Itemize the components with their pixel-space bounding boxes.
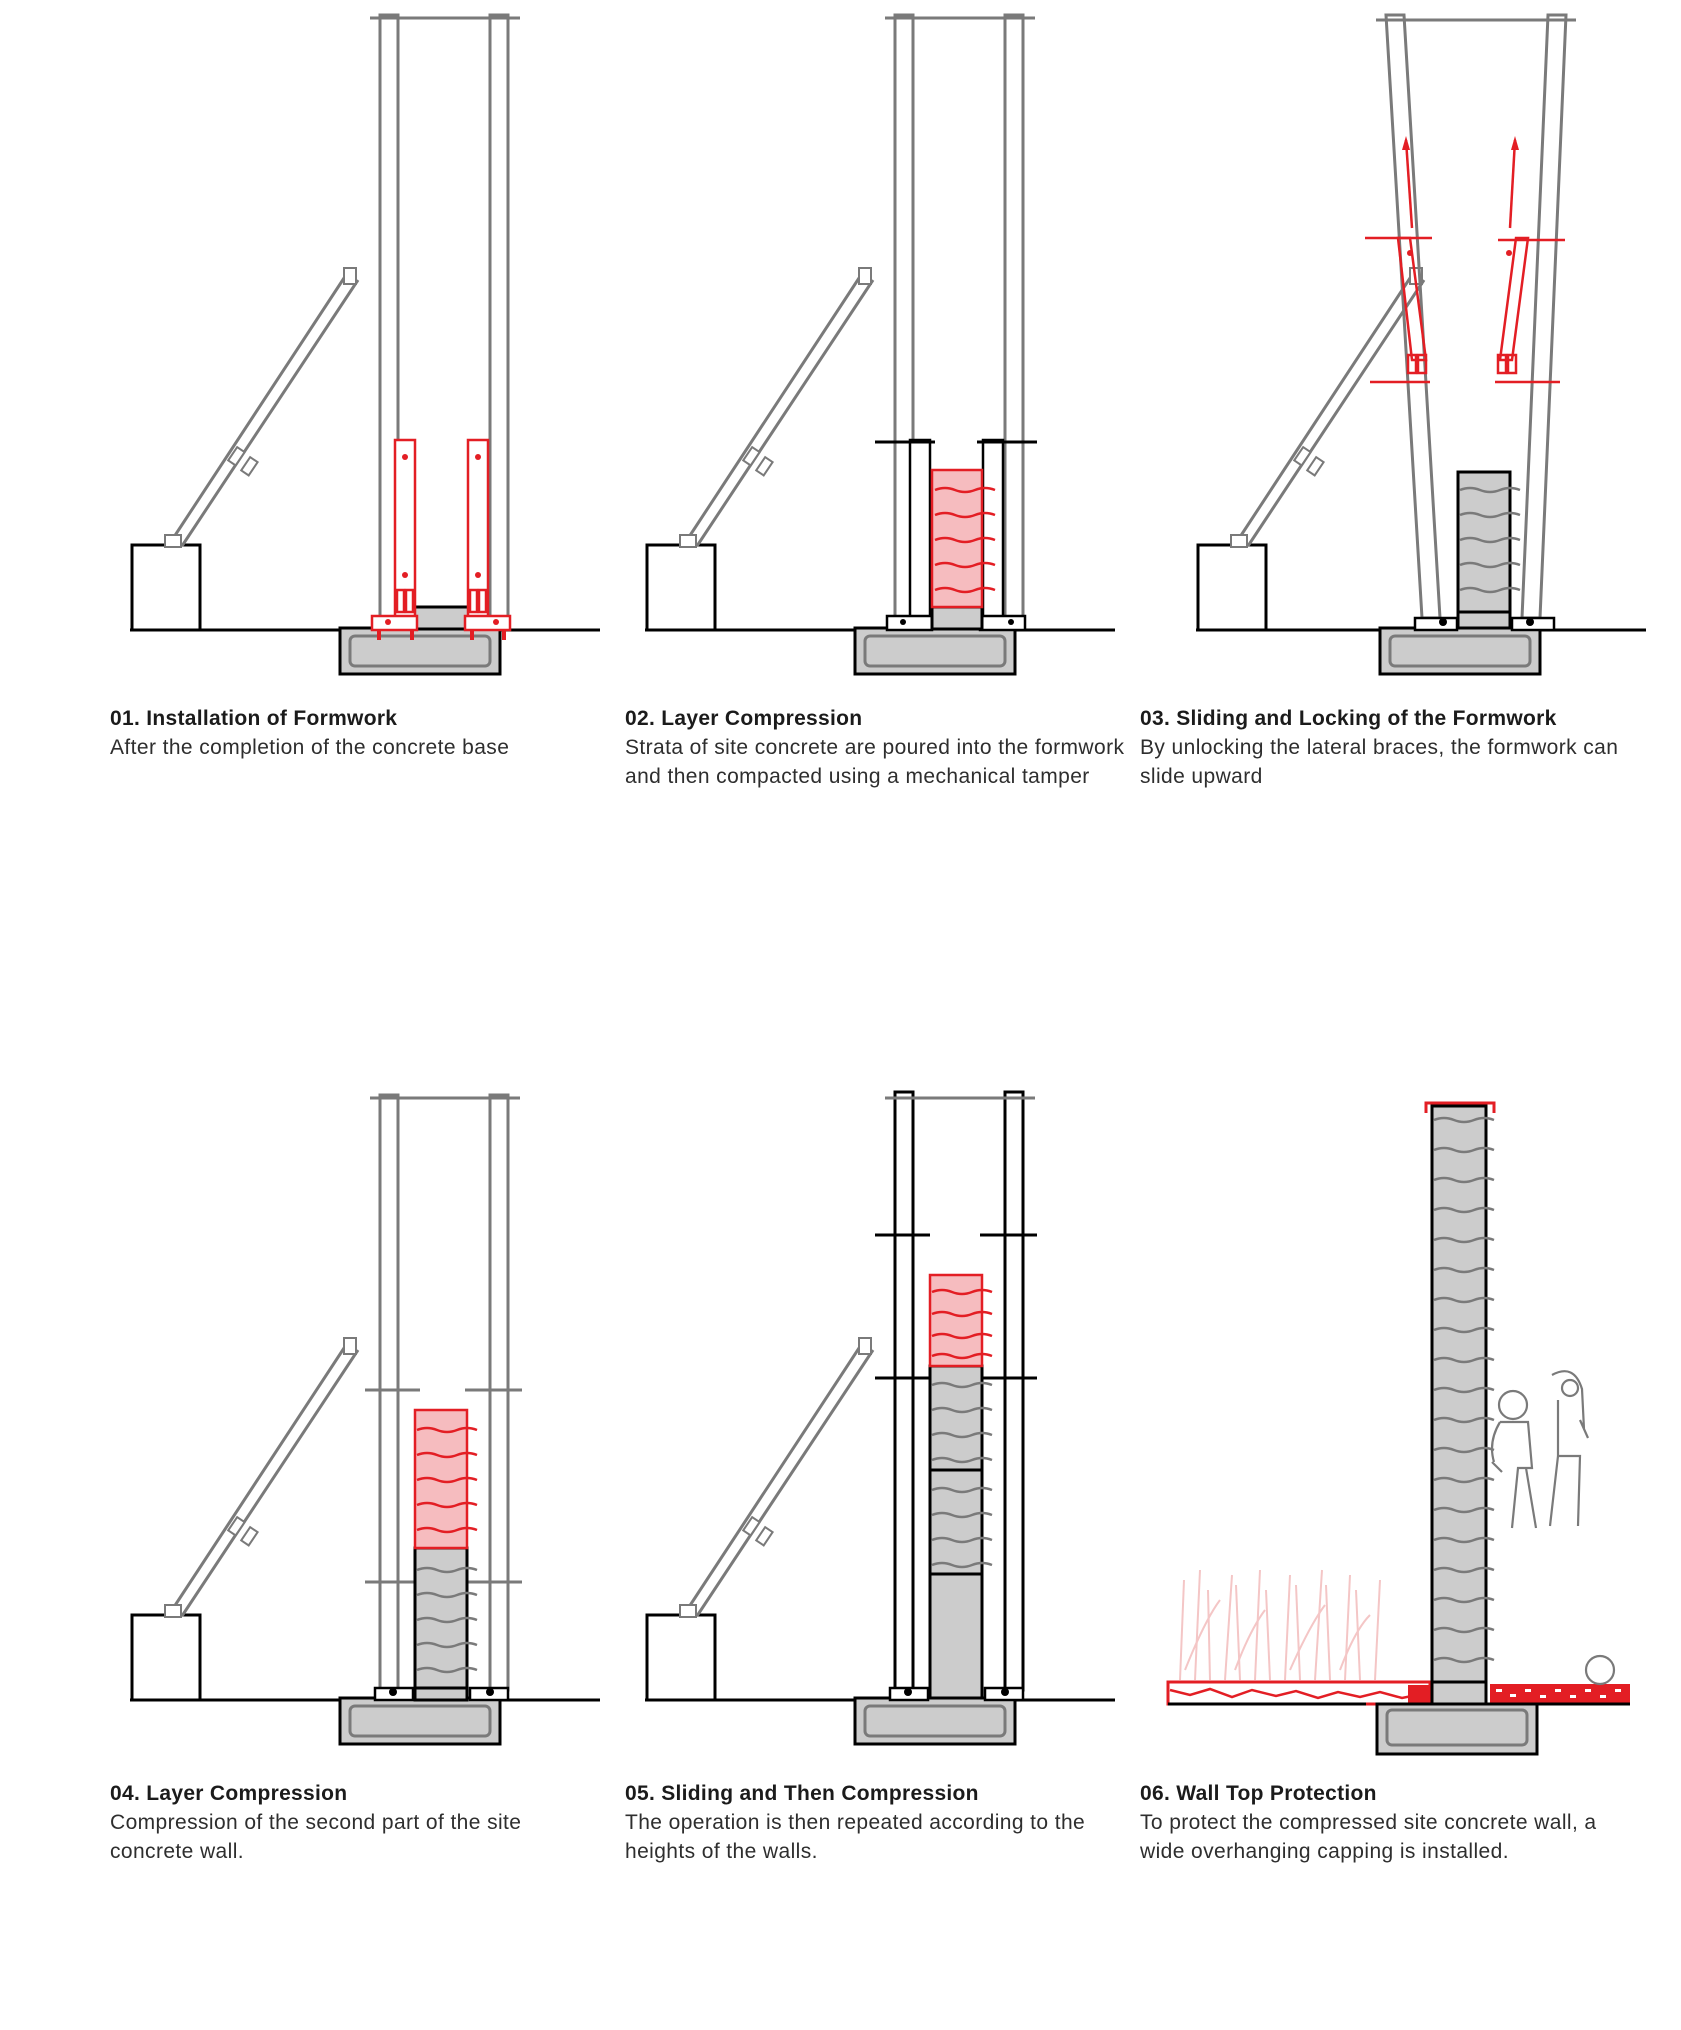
step-panel-03: 03. Sliding and Locking of the Formwork … [1140,0,1650,960]
layer-compression-drawing [643,13,1115,676]
capping-icon [1424,1101,1496,1113]
step-panel-06: 06. Wall Top Protection To protect the c… [1140,1070,1650,2030]
step-panel-02: 02. Layer Compression Strata of site con… [625,0,1135,960]
formwork-installation-drawing [128,13,600,676]
step-description: Compression of the second part of the si… [110,1811,522,1863]
step-panel-01: 01. Installation of Formwork After the c… [110,0,620,960]
step-title: 03. Sliding and Locking of the Formwork [1140,707,1557,730]
sliding-locking-drawing [1194,13,1648,676]
step-title: 02. Layer Compression [625,707,863,730]
step-title: 06. Wall Top Protection [1140,1782,1377,1805]
step-title: 05. Sliding and Then Compression [625,1782,979,1805]
step-title: 04. Layer Compression [110,1782,348,1805]
step-description: The operation is then repeated according… [625,1811,1086,1863]
vegetation-icon [1179,1569,1381,1681]
step-caption: 06. Wall Top Protection To protect the c… [1140,1780,1640,1866]
step-title: 01. Installation of Formwork [110,707,398,730]
step-caption: 04. Layer Compression Compression of the… [110,1780,610,1866]
step-panel-05: 05. Sliding and Then Compression The ope… [625,1070,1135,2030]
children-figures-icon [1490,1370,1616,1686]
second-layer-compression-drawing [128,1093,600,1746]
step-caption: 01. Installation of Formwork After the c… [110,705,610,762]
step-caption: 05. Sliding and Then Compression The ope… [625,1780,1125,1866]
step-caption: 02. Layer Compression Strata of site con… [625,705,1125,791]
step-caption: 03. Sliding and Locking of the Formwork … [1140,705,1640,791]
wall-top-protection-drawing [1166,1101,1630,1756]
step-description: After the completion of the concrete bas… [110,736,510,759]
sliding-then-compression-drawing [643,1090,1115,1746]
step-panel-04: 04. Layer Compression Compression of the… [110,1070,620,2030]
step-description: By unlocking the lateral braces, the for… [1140,736,1619,788]
step-description: Strata of site concrete are poured into … [625,736,1125,788]
step-description: To protect the compressed site concrete … [1140,1811,1597,1863]
